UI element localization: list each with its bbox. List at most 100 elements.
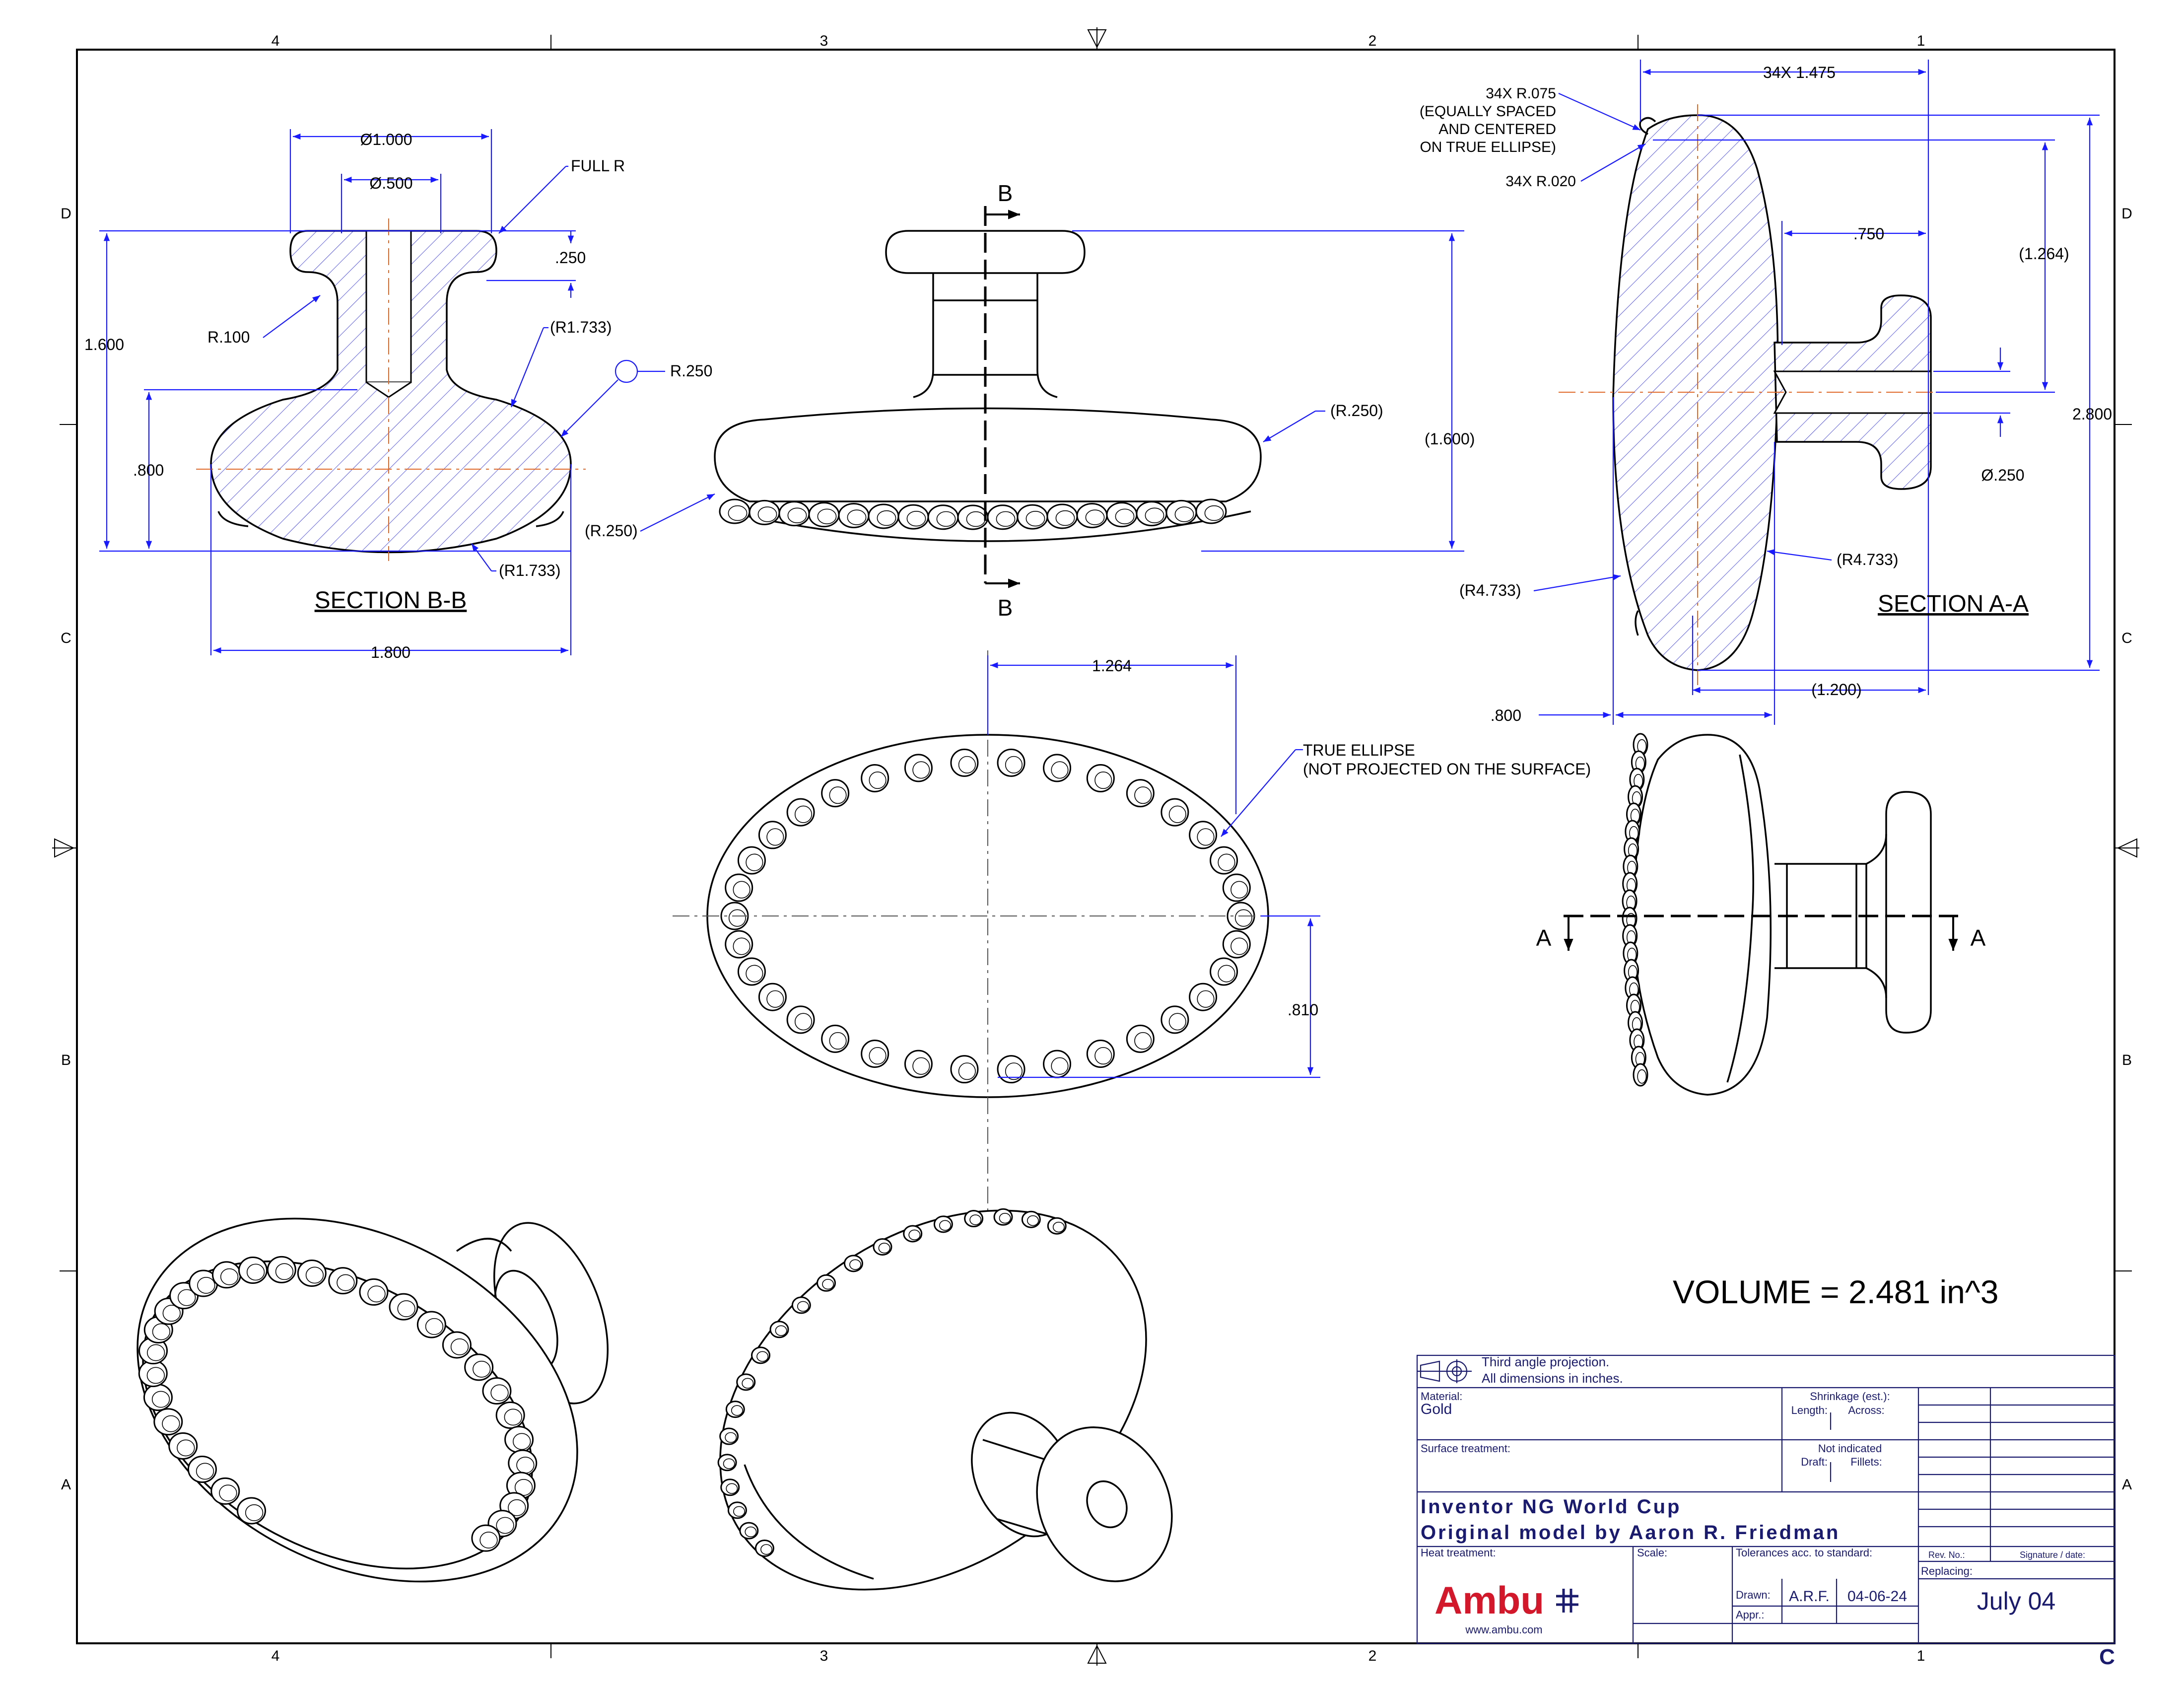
- front-bead-inner: [847, 509, 867, 525]
- top-bead: [950, 1055, 979, 1084]
- front-bead: [1046, 503, 1078, 529]
- top-bead-inner: [1197, 828, 1215, 846]
- top-bead-inner: [794, 805, 813, 823]
- iso-right-bead: [1047, 1217, 1067, 1235]
- iso-left-bead-inner: [508, 1499, 526, 1516]
- fillets-label: Fillets:: [1850, 1456, 1882, 1468]
- section-bb-full-r: FULL R: [571, 157, 625, 175]
- zone-row-A-left: A: [61, 1477, 71, 1493]
- iso-view-right: [717, 1208, 1173, 1591]
- shrinkage-label: Shrinkage (est.):: [1810, 1390, 1890, 1403]
- top-bead: [950, 748, 979, 777]
- iso-left-bead-inner: [275, 1263, 294, 1280]
- section-aa-bead-note-3: ON TRUE ELLIPSE): [1420, 139, 1556, 155]
- iso-right-bead: [843, 1255, 863, 1272]
- front-bead: [1017, 504, 1048, 530]
- top-bead-inner: [794, 1013, 813, 1031]
- top-view-ellipse-note-2: (NOT PROJECTED ON THE SURFACE): [1303, 760, 1591, 778]
- top-bead-inner: [1134, 786, 1152, 804]
- iso-left-bead-inner: [178, 1289, 196, 1306]
- front-bead-inner: [906, 511, 926, 527]
- top-bead: [821, 1024, 850, 1053]
- iso-left-bead-inner: [162, 1415, 180, 1432]
- top-bead-inner: [912, 761, 930, 779]
- iso-left-bead-inner: [245, 1504, 264, 1521]
- front-bead: [838, 502, 870, 528]
- iso-left-bead-inner: [177, 1439, 195, 1457]
- top-bead: [997, 748, 1025, 777]
- projection-symbol-icon: [1417, 1359, 1472, 1383]
- top-bead: [725, 930, 753, 959]
- top-bead: [1086, 1040, 1115, 1068]
- iso-left-bead-inner: [305, 1266, 324, 1284]
- section-bb-r1733-bottom: (R1.733): [499, 562, 561, 579]
- front-bead-inner: [1174, 506, 1194, 522]
- side-bead: [1633, 1063, 1648, 1087]
- drawn-by: A.R.F.: [1789, 1588, 1830, 1605]
- length-label: Length:: [1791, 1404, 1828, 1416]
- top-bead-inner: [1005, 1062, 1023, 1080]
- material-label: Material:: [1421, 1390, 1462, 1403]
- front-bead: [957, 504, 989, 530]
- iso-left-bead: [471, 1524, 501, 1552]
- section-aa-dia-250: Ø.250: [1981, 466, 2024, 484]
- iso-left-bead: [359, 1278, 389, 1306]
- drawing-title-1: Inventor NG World Cup: [1421, 1496, 1681, 1518]
- zone-row-D-right: D: [2121, 206, 2132, 222]
- section-aa-title: SECTION A-A: [1878, 591, 2029, 617]
- sheet-size-letter: C: [2099, 1645, 2115, 1669]
- iso-left-bead-inner: [337, 1274, 355, 1291]
- side-view-cap: [1885, 791, 1932, 1034]
- iso-right-bead: [739, 1522, 759, 1540]
- top-bead-inner: [1197, 990, 1215, 1008]
- front-bead: [1195, 498, 1227, 524]
- material-value: Gold: [1421, 1401, 1452, 1417]
- zone-col-1-bottom: 1: [1917, 1648, 1925, 1664]
- ambu-logo-url: www.ambu.com: [1465, 1623, 1542, 1636]
- top-bead: [1222, 873, 1251, 902]
- top-bead: [737, 957, 766, 986]
- top-bead: [737, 846, 766, 875]
- iso-left-bead: [153, 1408, 183, 1436]
- top-bead-inner: [746, 965, 763, 983]
- iso-right-body: [719, 1209, 1147, 1591]
- surface-label: Surface treatment:: [1421, 1442, 1510, 1455]
- iso-right-bead-inner: [849, 1259, 862, 1270]
- iso-right-bead-inner: [756, 1351, 769, 1362]
- zone-col-2-bottom: 2: [1368, 1648, 1377, 1664]
- zone-col-2-top: 2: [1368, 33, 1377, 49]
- zone-row-C-right: C: [2121, 630, 2132, 646]
- iso-left-bead-inner: [146, 1367, 165, 1384]
- front-bead-inner: [936, 511, 956, 527]
- tolerances-label: Tolerances acc. to standard:: [1736, 1547, 1872, 1559]
- replacing-value: July 04: [1977, 1587, 2055, 1615]
- not-indicated: Not indicated: [1818, 1442, 1882, 1455]
- top-bead-inner: [1051, 1057, 1069, 1075]
- iso-right-bead: [717, 1454, 737, 1472]
- iso-right-bead: [751, 1346, 771, 1364]
- iso-right-bead-inner: [775, 1325, 787, 1336]
- top-bead: [904, 1050, 933, 1078]
- ambu-logo-mark-icon: [1556, 1589, 1578, 1613]
- scale-label: Scale:: [1637, 1547, 1667, 1559]
- projection-note-1: Third angle projection.: [1482, 1354, 1609, 1369]
- iso-left-bead-inner: [425, 1318, 444, 1335]
- iso-left-bead: [389, 1293, 418, 1321]
- iso-right-bead-inner: [725, 1432, 737, 1443]
- iso-left-bead: [297, 1259, 327, 1287]
- section-bb-r100: R.100: [207, 328, 250, 346]
- iso-left-bead: [328, 1267, 358, 1295]
- iso-left-bead: [210, 1477, 240, 1505]
- top-bead: [1086, 764, 1115, 792]
- top-bead-inner: [733, 881, 751, 899]
- front-bead-inner: [1115, 508, 1135, 524]
- top-bead: [1160, 1005, 1189, 1034]
- top-bead: [861, 764, 889, 792]
- front-bead-inner: [817, 508, 837, 524]
- zone-col-4-top: 4: [272, 33, 280, 49]
- zone-row-D-left: D: [61, 206, 71, 222]
- iso-left-bead: [267, 1256, 296, 1283]
- top-bead: [758, 821, 787, 849]
- iso-left-bead-inner: [246, 1264, 265, 1281]
- top-bead-inner: [869, 772, 887, 789]
